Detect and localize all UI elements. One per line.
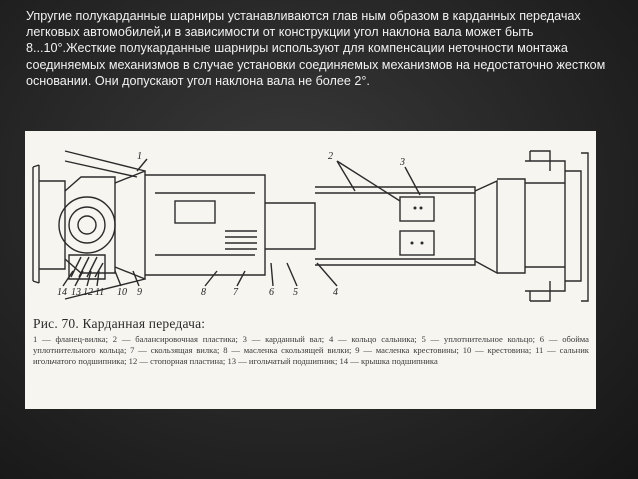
cardan-drive-drawing xyxy=(32,150,589,302)
part-number-label: 11 xyxy=(95,287,105,298)
part-number-label: 1 xyxy=(137,151,142,162)
part-number-label: 6 xyxy=(269,287,274,298)
part-number-label: 14 xyxy=(57,287,67,298)
part-number-label: 9 xyxy=(137,287,142,298)
part-number-label: 7 xyxy=(233,287,238,298)
part-number-label: 8 xyxy=(201,287,206,298)
part-number-label: 3 xyxy=(400,157,405,168)
figure-caption-title: Рис. 70. Карданная передача: xyxy=(33,316,206,331)
part-number-label: 12 xyxy=(83,287,93,298)
part-number-label: 4 xyxy=(333,287,338,298)
slide-body-text: Упругие полукарданные шарниры устанавлив… xyxy=(26,9,606,88)
cardan-drive-figure: 1 2 3 14 13 12 11 10 9 8 7 6 5 4 Рис. 70… xyxy=(25,131,596,409)
part-number-label: 2 xyxy=(328,151,333,162)
part-number-label: 13 xyxy=(71,287,81,298)
part-number-label: 5 xyxy=(293,287,298,298)
figure-caption-body: 1 — фланец-вилка; 2 — балансировочная пл… xyxy=(33,334,589,366)
part-number-label: 10 xyxy=(117,287,127,298)
